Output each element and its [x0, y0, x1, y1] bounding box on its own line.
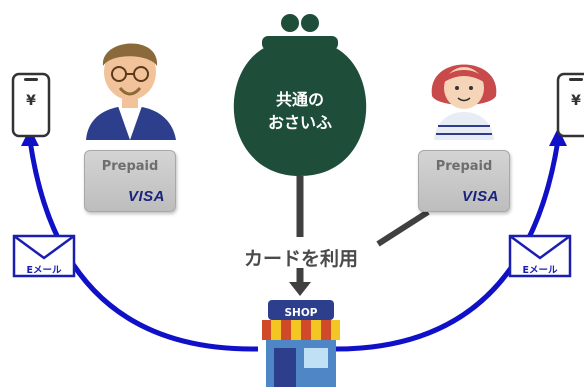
purse-label-line1: 共通の — [275, 90, 324, 109]
right-arc — [329, 139, 561, 352]
left-arc — [27, 139, 259, 352]
envelope-icon-left — [12, 234, 76, 278]
coin-purse-icon — [233, 14, 367, 176]
purse-label: 共通の おさいふ — [230, 88, 370, 134]
email-label-right: Eメール — [522, 265, 558, 276]
prepaid-label: Prepaid — [435, 159, 493, 174]
prepaid-card-right: Prepaid VISA — [418, 150, 510, 212]
purse-label-line2: おさいふ — [267, 113, 332, 132]
arrow-down-icon — [289, 282, 311, 296]
man-avatar-icon — [86, 43, 176, 140]
visa-logo: VISA — [127, 188, 165, 205]
use-card-label: カードを利用 — [243, 248, 358, 270]
smartphone-icon-right — [556, 72, 584, 138]
yen-icon-right: ¥ — [571, 93, 581, 109]
prepaid-label: Prepaid — [101, 159, 159, 174]
woman-avatar-icon — [431, 64, 497, 140]
right-card-connector — [376, 209, 430, 247]
shop-icon — [262, 300, 340, 387]
envelope-icon-right — [508, 234, 572, 278]
email-label-left: Eメール — [26, 265, 62, 276]
yen-icon-left: ¥ — [26, 93, 36, 109]
right-arc-arrowhead — [549, 128, 567, 146]
shop-sign: SHOP — [284, 307, 318, 319]
visa-logo: VISA — [461, 188, 499, 205]
prepaid-card-left: Prepaid VISA — [84, 150, 176, 212]
smartphone-icon-left — [11, 72, 51, 138]
